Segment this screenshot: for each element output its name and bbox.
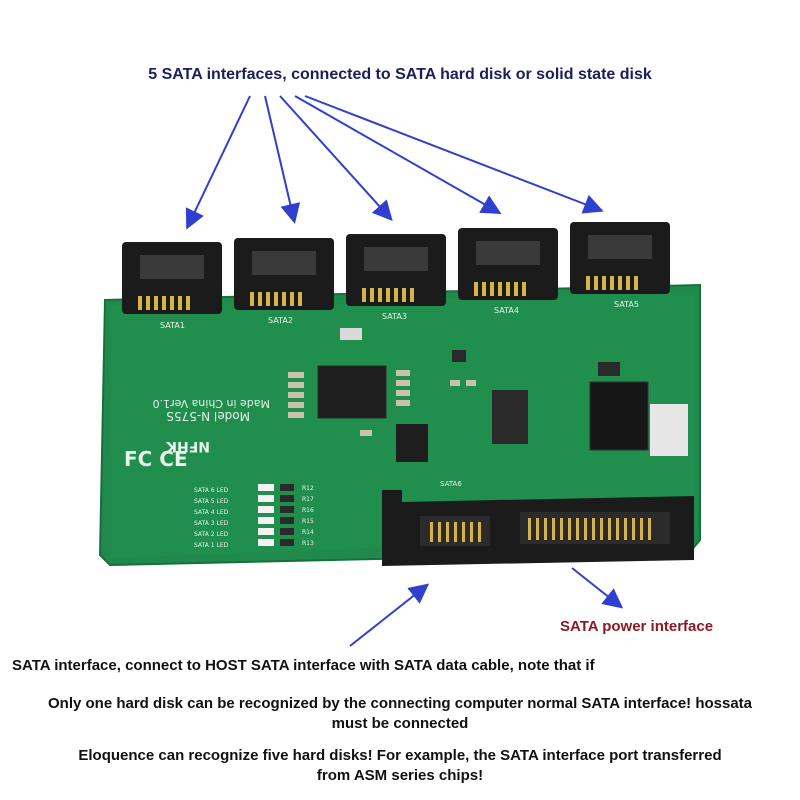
note-line-2a: Only one hard disk can be recognized by … (47, 695, 753, 712)
resistor-label: R17 (302, 496, 314, 503)
sata6-label: SATA6 (440, 480, 462, 488)
model-label: Model N-575S (166, 409, 250, 423)
sata5-label: SATA5 (614, 300, 639, 309)
led-label: SATA 2 LED (194, 531, 229, 538)
bottom-connectors: SATA6 (382, 480, 694, 566)
led-label: SATA 3 LED (194, 520, 229, 527)
silkscreen: Made in China Ver1.0 Model N-575S NFHK F… (124, 397, 270, 471)
note-line-2b: must be connected (331, 715, 469, 732)
host-interface-caption: SATA interface, connect to HOST SATA int… (12, 657, 595, 674)
resistor-label: R15 (302, 518, 314, 525)
resistor-label: R16 (302, 507, 314, 514)
sata-ports-caption: 5 SATA interfaces, connected to SATA har… (148, 66, 652, 83)
sata-port-3: SATA3 (346, 234, 446, 321)
sata-port-1: SATA1 (122, 242, 222, 330)
made-in-label: Made in China Ver1.0 (153, 397, 270, 410)
led-label: SATA 1 LED (194, 542, 229, 549)
sata-port-4: SATA4 (458, 228, 558, 315)
led-label: SATA 6 LED (194, 487, 229, 494)
sata-port-2: SATA2 (234, 238, 334, 325)
led-column: SATA 6 LED SATA 5 LED SATA 4 LED SATA 3 … (194, 484, 314, 549)
sata2-label: SATA2 (268, 316, 293, 325)
note-line-3a: Eloquence can recognize five hard disks!… (78, 747, 722, 764)
sata3-label: SATA3 (382, 312, 407, 321)
sata1-label: SATA1 (160, 321, 185, 330)
resistor-label: R14 (302, 529, 314, 536)
sata-port-5: SATA5 (570, 222, 670, 309)
led-label: SATA 5 LED (194, 498, 229, 505)
note-line-3b: from ASM series chips! (316, 767, 484, 784)
power-interface-caption: SATA power interface (560, 618, 714, 635)
note-line-3: Eloquence can recognize five hard disks!… (0, 746, 800, 786)
brand-label: NFHK (165, 438, 210, 454)
sata4-label: SATA4 (494, 306, 519, 315)
cert-marks: FC CE (124, 447, 188, 471)
regulator (589, 381, 649, 451)
resistor-label: R13 (302, 540, 314, 547)
resistor-label: R12 (302, 485, 314, 492)
note-line-2: Only one hard disk can be recognized by … (0, 694, 800, 734)
led-label: SATA 4 LED (194, 509, 229, 516)
controller-chip (317, 365, 387, 419)
arrows (185, 95, 624, 647)
